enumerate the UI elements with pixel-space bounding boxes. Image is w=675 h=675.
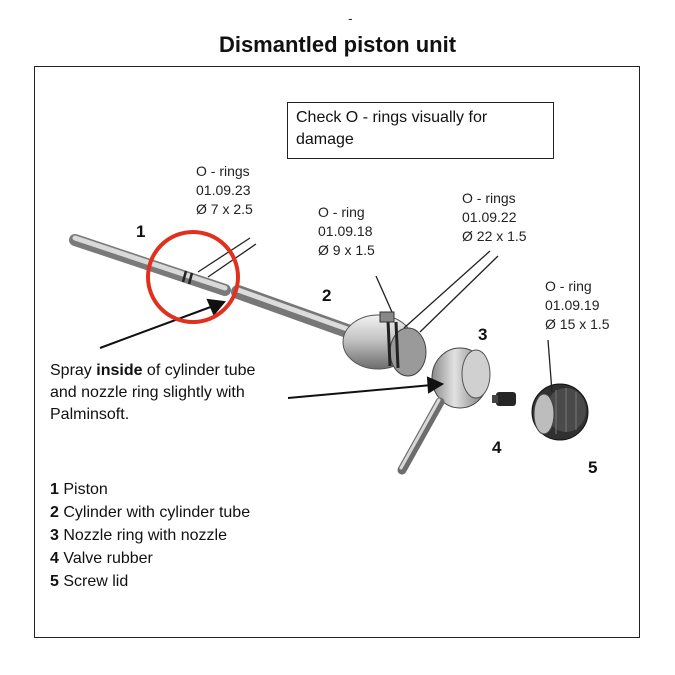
part-number-4: 4 xyxy=(492,438,502,457)
oring-label-a: O - rings 01.09.23 Ø 7 x 2.5 xyxy=(196,162,253,219)
oring-size: Ø 22 x 1.5 xyxy=(462,228,527,244)
part-number-5: 5 xyxy=(588,458,598,477)
oring-label-c: O - rings 01.09.22 Ø 22 x 1.5 xyxy=(462,189,527,246)
oring-label-d: O - ring 01.09.19 Ø 15 x 1.5 xyxy=(545,277,610,334)
spray-instruction: Spray inside of cylinder tube and nozzle… xyxy=(50,360,320,426)
page-title: Dismantled piston unit xyxy=(218,32,457,57)
oring-label-b: O - ring 01.09.18 Ø 9 x 1.5 xyxy=(318,203,375,260)
spray-line-3: Palminsoft. xyxy=(50,406,130,423)
parts-legend: 1 Piston 2 Cylinder with cylinder tube 3… xyxy=(50,478,250,593)
oring-code: 01.09.18 xyxy=(318,223,373,239)
oring-size: Ø 9 x 1.5 xyxy=(318,242,375,258)
part-number-2: 2 xyxy=(322,286,332,305)
spray-arrows xyxy=(99,298,445,399)
figure-frame xyxy=(34,66,640,638)
oring-name: O - rings xyxy=(196,163,250,179)
legend-item: 1 Piston xyxy=(50,478,250,501)
legend-text: Nozzle ring with nozzle xyxy=(58,527,227,544)
legend-num: 4 xyxy=(50,550,59,567)
spray-line-2: and nozzle ring slightly with xyxy=(50,384,245,401)
oring-name: O - rings xyxy=(462,190,516,206)
check-line-1: Check O - rings visually for xyxy=(296,109,488,126)
oring-name: O - ring xyxy=(318,204,365,220)
legend-text: Cylinder with cylinder tube xyxy=(58,504,251,521)
legend-text: Screw lid xyxy=(58,573,129,590)
check-orings-note: Check O - rings visually for damage xyxy=(287,102,554,159)
leader-lines xyxy=(197,237,553,393)
oring-size: Ø 7 x 2.5 xyxy=(196,201,253,217)
legend-item: 3 Nozzle ring with nozzle xyxy=(50,524,250,547)
highlight-circle xyxy=(146,230,240,324)
legend-item: 4 Valve rubber xyxy=(50,547,250,570)
legend-item: 5 Screw lid xyxy=(50,570,250,593)
oring-code: 01.09.22 xyxy=(462,209,517,225)
oring-size: Ø 15 x 1.5 xyxy=(545,316,610,332)
oring-code: 01.09.19 xyxy=(545,297,600,313)
part-number-1: 1 xyxy=(136,222,146,241)
oring-code: 01.09.23 xyxy=(196,182,251,198)
legend-num: 1 xyxy=(50,481,59,498)
spray-post: of cylinder tube xyxy=(142,362,256,379)
legend-text: Valve rubber xyxy=(58,550,153,567)
cylinder-part xyxy=(231,285,427,377)
nozzle-ring-part xyxy=(397,347,491,475)
screw-lid-part xyxy=(531,383,589,441)
top-dash: - xyxy=(348,10,353,26)
legend-item: 2 Cylinder with cylinder tube xyxy=(50,501,250,524)
check-line-2: damage xyxy=(296,131,354,148)
spray-bold: inside xyxy=(96,362,143,379)
legend-num: 2 xyxy=(50,504,59,521)
oring-name: O - ring xyxy=(545,278,592,294)
part-number-3: 3 xyxy=(478,325,488,344)
valve-rubber-part xyxy=(492,392,516,406)
legend-num: 5 xyxy=(50,573,59,590)
legend-num: 3 xyxy=(50,527,59,544)
spray-pre: Spray xyxy=(50,362,97,379)
legend-text: Piston xyxy=(58,481,108,498)
